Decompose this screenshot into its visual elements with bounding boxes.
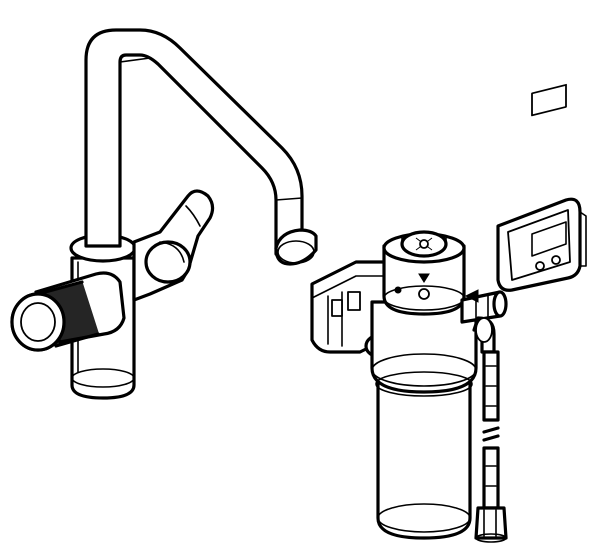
faucet-icon <box>10 28 318 400</box>
flex-hose-icon <box>460 289 508 543</box>
arrow-marker-icon <box>418 273 430 283</box>
water-filter-icon <box>370 230 478 540</box>
valve-mark-icon <box>415 237 433 251</box>
lcd-display-icon <box>496 83 587 292</box>
